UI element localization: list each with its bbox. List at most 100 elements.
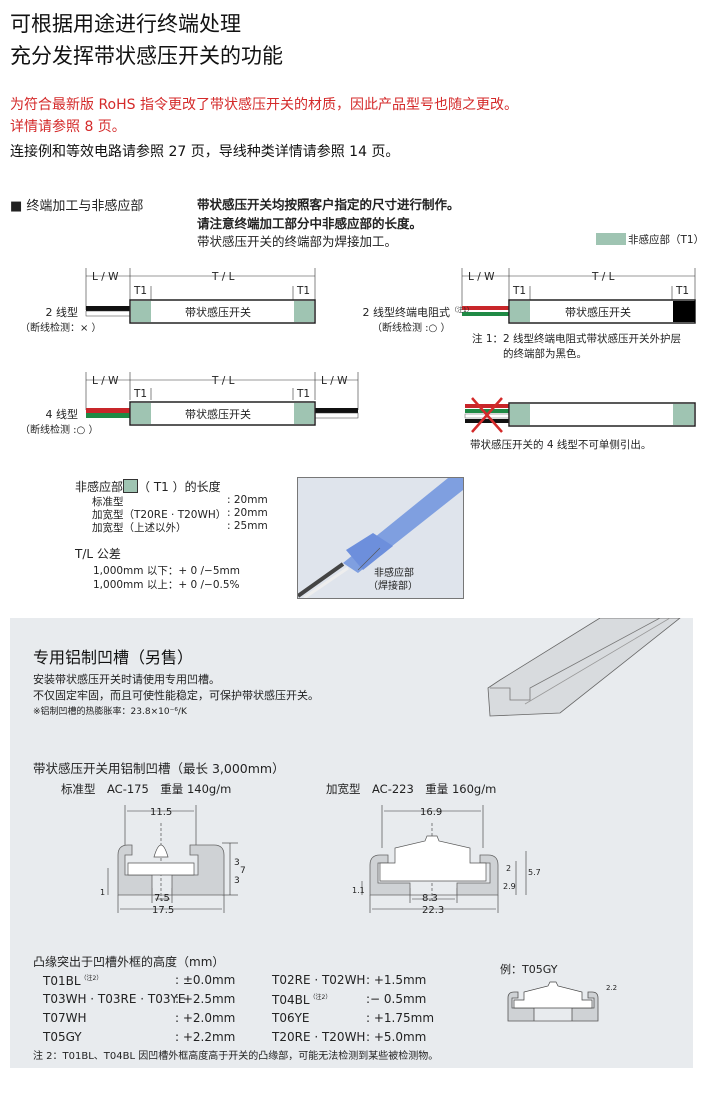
note1-mark: （注1）: [451, 306, 473, 314]
model-note: （注2）: [80, 975, 103, 982]
t1-row-label: 加宽型（上述以外）: [92, 522, 187, 534]
reference-line: 连接例和等效电路请参照 27 页，导线种类详情请参照 14 页。: [10, 144, 400, 160]
channel-subtitle: 带状感压开关用铝制凹槽（最长 3,000mm）: [33, 761, 285, 776]
resistor-sub: （断线检测 :○ ）: [372, 321, 450, 334]
rohs-page-ref: 详情请参照 8 页。: [10, 119, 126, 135]
tolerance-row: 1,000mm 以下：+ 0 /−5mm: [93, 565, 240, 577]
height-value: :− 0.5mm: [366, 992, 427, 1006]
four-wire-switch: 带状感压开关: [86, 401, 359, 426]
dim-label: 3: [234, 858, 240, 868]
wide-channel-label: 加宽型 AC-223 重量 160g/m: [326, 782, 497, 796]
switch-label: 带状感压开关: [185, 305, 251, 319]
four-wire-caption: 带状感压开关的 4 线型不可单侧引出。: [470, 438, 651, 451]
photo-label-1: 非感应部: [374, 566, 414, 579]
dim-t1: T1: [675, 285, 689, 297]
t1-row-label: 加宽型（T20RE · T20WH）: [92, 509, 227, 521]
dim-tl: T / L: [211, 375, 235, 387]
switch-label: 带状感压开关: [185, 407, 251, 421]
dim-label: 1.1: [352, 886, 365, 895]
example-label: 例：T05GY: [500, 963, 558, 976]
intro-bold-1: 带状感压开关均按照客户指定的尺寸进行制作。: [197, 197, 460, 212]
dim-label: 7: [240, 866, 246, 876]
channel-title: 专用铝制凹槽（另售）: [33, 648, 194, 667]
tolerance-title: T/L 公差: [75, 547, 121, 561]
wide-channel-profile: 16.9 1.1 2 2.9 5.7 8.3 22.3: [352, 805, 540, 913]
model-name: T04BL: [272, 993, 310, 1007]
dim-label: 5.7: [528, 868, 540, 877]
height-value: : +2.5mm: [175, 992, 236, 1006]
dim-t1: T1: [512, 285, 526, 297]
t1-swatch: [123, 479, 139, 493]
dim-label: 16.9: [420, 807, 442, 818]
channel-note: ※铝制凹槽的热膨胀率：23.8×10⁻⁶/K: [33, 707, 187, 717]
channel-desc-2: 不仅固定牢固，而且可使性能稳定，可保护带状感压开关。: [33, 689, 319, 702]
intro-line-3: 带状感压开关的终端部为焊接加工。: [197, 234, 398, 249]
dim-label: 1: [100, 888, 105, 897]
height-model: T05GY: [43, 1030, 82, 1044]
t1-title-pre: 非感应部: [75, 480, 124, 494]
title-line-2: 充分发挥带状感压开关的功能: [10, 44, 283, 68]
title-line-1: 可根据用途进行终端处理: [10, 12, 241, 36]
two-wire-sub: （断线检测：× ）: [20, 321, 102, 334]
t1-title-post: （ T1 ）的长度: [138, 480, 221, 494]
two-wire-label: 2 线型: [46, 305, 79, 319]
height-value: : +2.2mm: [175, 1030, 236, 1044]
channel-panel: 专用铝制凹槽（另售） 安装带状感压开关时请使用专用凹槽。 不仅固定牢固，而且可使…: [10, 618, 693, 1068]
dim-lw: L / W: [468, 271, 495, 283]
cross-icon: [471, 397, 503, 433]
height-title: 凸缘突出于凹槽外框的高度（mm）: [33, 955, 225, 969]
t1-row-value: : 25mm: [227, 520, 268, 532]
height-model: T04BL（注2）: [272, 992, 331, 1007]
intro-bold-2: 请注意终端加工部分中非感应部的长度。: [197, 216, 423, 231]
channel-illustration: [487, 618, 681, 717]
welded-end-photo: 非感应部 （焊接部）: [297, 477, 464, 599]
dim-label: 17.5: [152, 905, 174, 913]
dim-tl: T / L: [211, 271, 235, 283]
t1-length-title: 非感应部 （ T1 ）的长度: [75, 478, 221, 495]
tolerance-row: 1,000mm 以上：+ 0 /−0.5%: [93, 579, 240, 591]
dim-tl: T / L: [591, 271, 615, 283]
dim-label: 3: [234, 876, 240, 886]
dim-label: 11.5: [150, 807, 172, 818]
model-name: T20RE · T20WH: [272, 1030, 366, 1044]
dim-t1: T1: [133, 388, 147, 400]
photo-label-2: （焊接部）: [368, 579, 418, 592]
legend-label: 非感应部（T1）: [628, 234, 705, 246]
dim-t1: T1: [133, 285, 147, 297]
height-model: T20RE · T20WH: [272, 1030, 365, 1044]
height-model: T02RE · T02WH: [272, 973, 365, 987]
t1-row-value: : 20mm: [227, 494, 268, 506]
switch-label: 带状感压开关: [565, 305, 631, 319]
four-wire-label: 4 线型: [46, 407, 79, 421]
dim-lw: L / W: [321, 375, 348, 387]
two-wire-switch: 带状感压开关: [85, 299, 316, 324]
height-value: : +2.0mm: [175, 1011, 236, 1025]
dim-label: 7.5: [154, 893, 170, 904]
height-model: T03WH · T03RE · T03YE: [43, 992, 185, 1006]
dim-lw: L / W: [92, 271, 119, 283]
dim-t1: T1: [296, 388, 310, 400]
two-wire-resistor-switch: 带状感压开关: [462, 299, 696, 324]
model-name: T01BL: [43, 974, 81, 988]
example-profile: 2.2: [507, 981, 617, 1022]
t1-row-value: : 20mm: [227, 507, 268, 519]
dim-label: 22.3: [422, 905, 444, 913]
dim-label: 2.9: [503, 882, 516, 891]
note2: 注 2：T01BL、T04BL 因凹槽外框高度高于开关的凸缘部，可能无法检测到某…: [33, 1051, 439, 1062]
section-title: ■ 终端加工与非感应部: [10, 199, 144, 214]
model-name: T07WH: [43, 1011, 87, 1025]
termination-diagrams: L / W T / L T1 T1 L / W T / L T1 T1 L / …: [20, 268, 696, 451]
height-value: : +1.5mm: [366, 973, 427, 987]
legend-swatch: [596, 233, 626, 245]
resistor-label: 2 线型终端电阻式: [363, 305, 451, 319]
dim-lw: L / W: [92, 375, 119, 387]
std-channel-label: 标准型 AC-175 重量 140g/m: [61, 782, 232, 796]
note1-line1: 注 1：2 线型终端电阻式带状感压开关外护层: [472, 332, 681, 345]
dim-label: 2: [506, 864, 511, 873]
dim-label: 8.3: [422, 893, 438, 904]
dim-t1: T1: [296, 285, 310, 297]
height-model: T07WH: [43, 1011, 87, 1025]
model-name: T03WH · T03RE · T03YE: [43, 992, 186, 1006]
height-value: : +1.75mm: [366, 1011, 435, 1025]
